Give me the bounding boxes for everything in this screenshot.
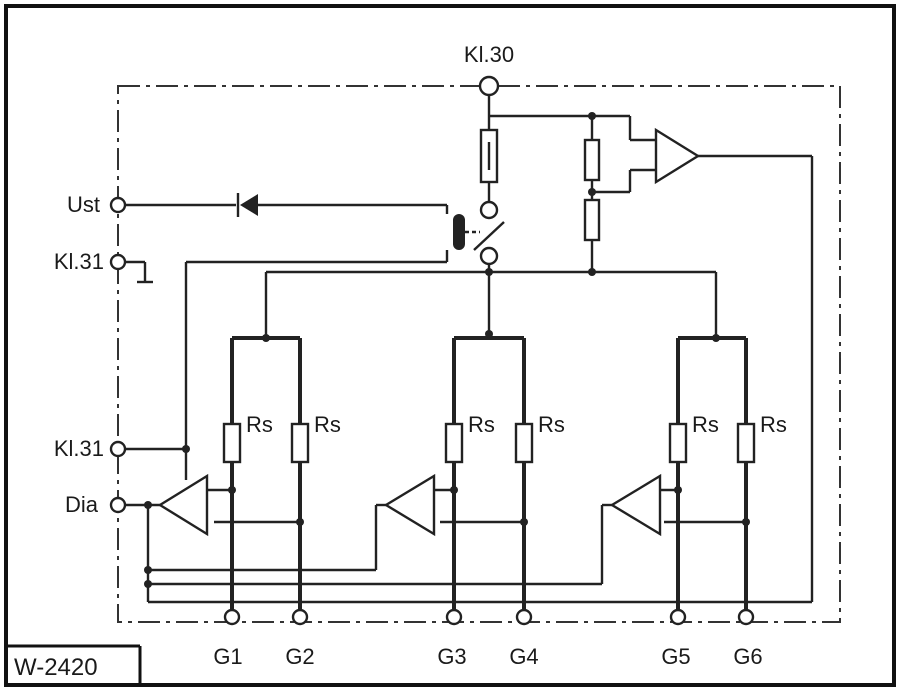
rs-resistor-2 [290, 422, 310, 464]
kl31-ground [109, 250, 449, 480]
diagnostic-amp-1 [157, 473, 209, 537]
g6-label: G6 [733, 644, 762, 669]
ust-label: Ust [67, 192, 100, 217]
kl31-top-terminal [109, 253, 127, 271]
rs-resistor-1 [222, 422, 242, 464]
rs-label-3: Rs [468, 412, 495, 437]
ust-line [109, 193, 449, 217]
kl31-top-label: Kl.31 [54, 249, 104, 274]
module-boundary [117, 85, 841, 623]
rs-resistor-4 [514, 422, 534, 464]
channel-3 [600, 334, 756, 626]
rs-resistor-5 [668, 422, 688, 464]
dia-terminal [109, 496, 127, 514]
relay-contact-top [479, 200, 499, 220]
g2-label: G2 [285, 644, 314, 669]
g5-label: G5 [661, 644, 690, 669]
relay-switch [473, 221, 505, 251]
g4-label: G4 [509, 644, 538, 669]
g2-terminal [291, 608, 309, 626]
channel-bus [264, 268, 718, 338]
divider-resistor-bottom [583, 198, 601, 242]
rs-resistor-6 [736, 422, 756, 464]
rs-label-2: Rs [314, 412, 341, 437]
kl31-bottom-label: Kl.31 [54, 436, 104, 461]
g5-terminal [669, 608, 687, 626]
g1-terminal [223, 608, 241, 626]
comparator [654, 127, 701, 185]
voltage-monitor [148, 112, 814, 604]
diagnostic-amp-2 [383, 473, 436, 537]
channel-2 [374, 330, 534, 626]
channel-1 [157, 334, 310, 626]
relay-contact-bottom [479, 246, 499, 266]
kl30-terminal [478, 75, 500, 97]
dia-label: Dia [65, 492, 99, 517]
rs-label-1: Rs [246, 412, 273, 437]
diagnostic-amp-3 [609, 473, 662, 537]
divider-resistor-top [583, 138, 601, 182]
diode [240, 194, 258, 216]
rs-resistor-3 [444, 422, 464, 464]
kl31-bottom-terminal [109, 440, 127, 458]
g1-label: G1 [213, 644, 242, 669]
rs-label-4: Rs [538, 412, 565, 437]
kl30-label: Kl.30 [464, 42, 514, 67]
g6-terminal [737, 608, 755, 626]
ust-terminal [109, 196, 127, 214]
dia-bus [109, 496, 602, 602]
relay-coil [453, 214, 465, 250]
outer-frame [4, 4, 896, 687]
rs-label-6: Rs [760, 412, 787, 437]
g3-label: G3 [437, 644, 466, 669]
rs-label-5: Rs [692, 412, 719, 437]
g3-terminal [445, 608, 463, 626]
g4-terminal [515, 608, 533, 626]
figure-code: W-2420 [14, 654, 98, 681]
